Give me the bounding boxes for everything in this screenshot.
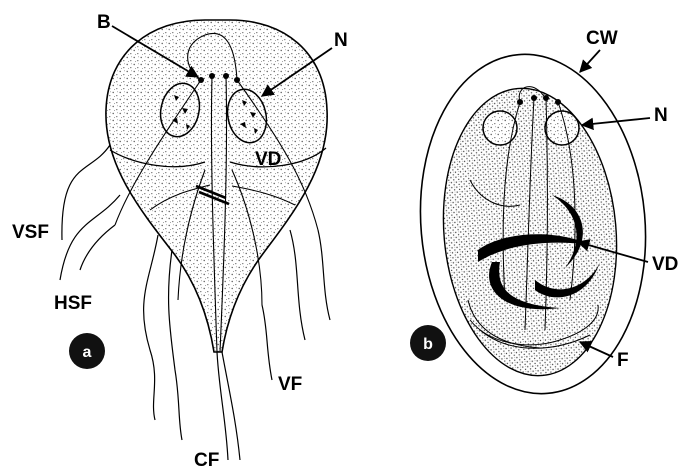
label-hsf: HSF bbox=[54, 293, 92, 314]
badge-a-label: a bbox=[83, 344, 92, 361]
label-nucleus-b: N bbox=[654, 105, 668, 126]
cyst-nucleus-1 bbox=[483, 111, 517, 145]
label-ventral-disc-b: VD bbox=[652, 254, 678, 275]
badge-b-label: b bbox=[423, 336, 433, 353]
label-ventral-surface-flagella: VSF bbox=[12, 222, 49, 243]
label-nucleus-a: N bbox=[334, 30, 348, 51]
label-flagella-b: F bbox=[617, 350, 629, 371]
label-basal-body: B bbox=[97, 12, 111, 33]
label-ventral-disc-a: VD bbox=[255, 149, 281, 170]
label-cyst-wall: CW bbox=[586, 28, 618, 49]
trophozoite-body bbox=[106, 20, 327, 352]
label-ventral-flagella: VF bbox=[278, 374, 302, 395]
label-caudal-flagella: CF bbox=[194, 450, 219, 471]
